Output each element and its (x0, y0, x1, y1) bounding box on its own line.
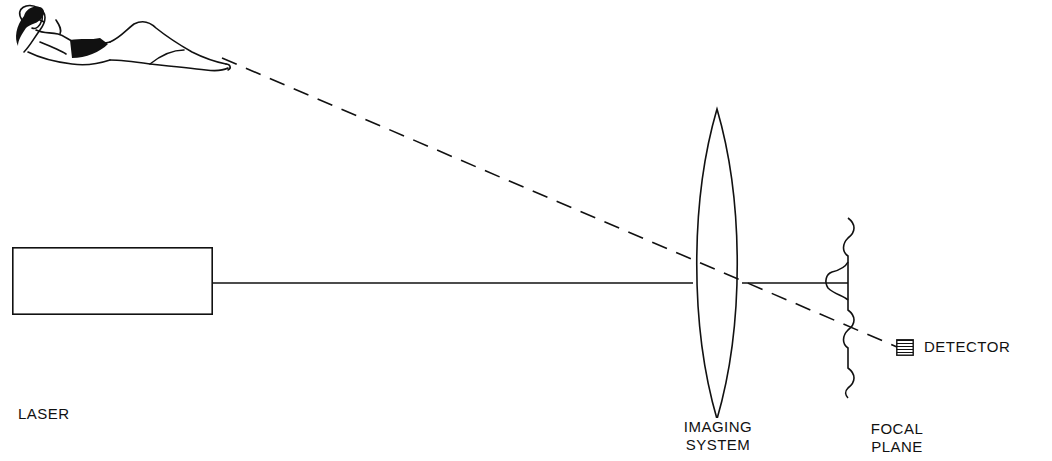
lens-shape-shape (697, 109, 738, 419)
part-label: IMAGING SYSTEM (678, 418, 758, 454)
intensity-profile (826, 262, 848, 300)
laser-box-shape (13, 248, 212, 314)
detector-box-outline (896, 339, 914, 356)
laser-box-outline (12, 247, 213, 315)
part-label: DETECTOR (924, 338, 1010, 356)
laser-beam (213, 282, 693, 284)
laser-box: LASER (12, 247, 213, 315)
detector-box: DETECTOR (896, 339, 914, 356)
sight-line (222, 58, 897, 347)
plane-label: FOCAL PLANE (862, 420, 932, 456)
lens-shape: IMAGING SYSTEM (692, 108, 742, 420)
focal-plane-line (844, 218, 855, 398)
woman-figure (20, 6, 231, 71)
swimsuit (70, 38, 108, 58)
laser-beam (742, 282, 848, 284)
hair (16, 6, 44, 46)
part-label: LASER (18, 405, 70, 423)
lens-shape-outline (692, 108, 742, 420)
detector-box-shape (897, 340, 913, 355)
